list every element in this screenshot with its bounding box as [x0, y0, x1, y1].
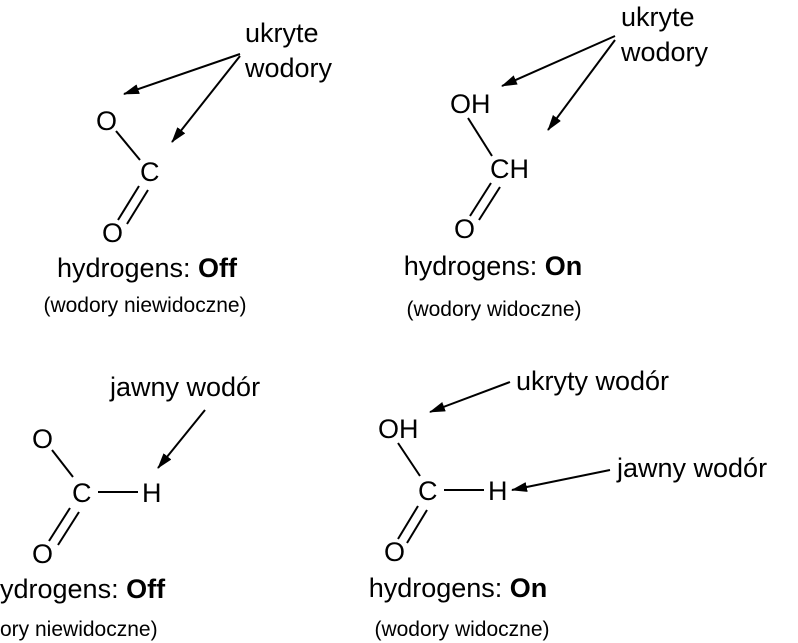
- caption-prefix: hydrogens:: [404, 251, 545, 281]
- panel-bottom-left: O C H O jawny wodór ydrogens: Off ory ni…: [0, 372, 260, 641]
- atom-c: C: [140, 157, 160, 187]
- atom-o-bottom: O: [32, 539, 53, 569]
- arrow-to-carbon: [171, 55, 241, 143]
- caption-top-left: hydrogens: Off: [57, 253, 238, 283]
- caption-note-top-left: (wodory niewidoczne): [43, 294, 246, 317]
- atom-o-bottom: O: [102, 218, 123, 248]
- arrow-to-hidden-h: [429, 381, 511, 413]
- bond-o-c: [51, 449, 74, 478]
- atom-oh: OH: [378, 414, 419, 444]
- atom-o-bottom: O: [384, 537, 405, 567]
- caption-value: On: [545, 251, 583, 281]
- label-hidden-hydrogens-line1: ukryte: [621, 2, 695, 32]
- label-hidden-hydrogens: ukryte wodory: [244, 18, 333, 83]
- atom-o-top: O: [96, 106, 117, 136]
- arrow-to-oxygen: [123, 53, 241, 95]
- label-hidden-hydrogens-line2: wodory: [244, 53, 333, 83]
- double-bond-c-o-b: [126, 189, 149, 225]
- caption-top-right: hydrogens: On: [404, 251, 583, 281]
- double-bond-c-o-a: [397, 505, 419, 540]
- atom-h: H: [488, 476, 508, 506]
- label-hidden-hydrogen: ukryty wodór: [516, 366, 669, 396]
- arrow-to-ch-hydrogen: [547, 39, 616, 131]
- caption-prefix: ydrogens:: [0, 574, 126, 604]
- bond-o-c: [467, 117, 493, 157]
- atom-oh: OH: [450, 89, 491, 119]
- caption-prefix: hydrogens:: [57, 253, 198, 283]
- caption-note-bottom-left: ory niewidoczne): [0, 618, 158, 641]
- label-explicit-hydrogen: jawny wodór: [109, 372, 260, 402]
- caption-note-top-right: (wodory widoczne): [406, 298, 581, 321]
- label-explicit-hydrogen: jawny wodór: [616, 453, 767, 483]
- atom-h: H: [142, 478, 162, 508]
- double-bond-c-o-b: [406, 509, 428, 544]
- label-hidden-hydrogens: ukryte wodory: [620, 2, 709, 67]
- bond-o-c: [397, 442, 421, 477]
- double-bond-c-o-b: [57, 511, 80, 546]
- arrow-to-explicit-h: [157, 409, 206, 469]
- atom-o-top: O: [32, 424, 53, 454]
- double-bond-c-o-a: [117, 185, 140, 221]
- caption-value: On: [510, 573, 548, 603]
- label-hidden-hydrogens-line2: wodory: [620, 37, 709, 67]
- caption-value: Off: [126, 574, 166, 604]
- label-hidden-hydrogens-line1: ukryte: [245, 18, 319, 48]
- panel-top-right: OH CH O ukryte wodory hydrogens: On (wod…: [404, 2, 709, 321]
- double-bond-c-o-b: [478, 186, 501, 221]
- caption-note-bottom-right: (wodory widoczne): [374, 618, 549, 641]
- atom-o-bottom: O: [454, 214, 475, 244]
- atom-ch: CH: [490, 154, 529, 184]
- double-bond-c-o-a: [469, 182, 492, 217]
- caption-value: Off: [198, 253, 238, 283]
- arrow-to-oh-hydrogen: [501, 35, 616, 87]
- caption-prefix: hydrogens:: [369, 573, 510, 603]
- double-bond-c-o-a: [48, 507, 71, 542]
- atom-c: C: [418, 476, 438, 506]
- panel-bottom-right: OH C H O ukryty wodór jawny wodór hydrog…: [369, 366, 767, 641]
- caption-bottom-right: hydrogens: On: [369, 573, 548, 603]
- arrow-to-explicit-h: [511, 469, 611, 492]
- bond-o-c: [115, 130, 141, 161]
- caption-bottom-left: ydrogens: Off: [0, 574, 166, 604]
- panel-top-left: O C O ukryte wodory hydrogens: Off (wodo…: [43, 18, 332, 317]
- atom-c: C: [72, 478, 92, 508]
